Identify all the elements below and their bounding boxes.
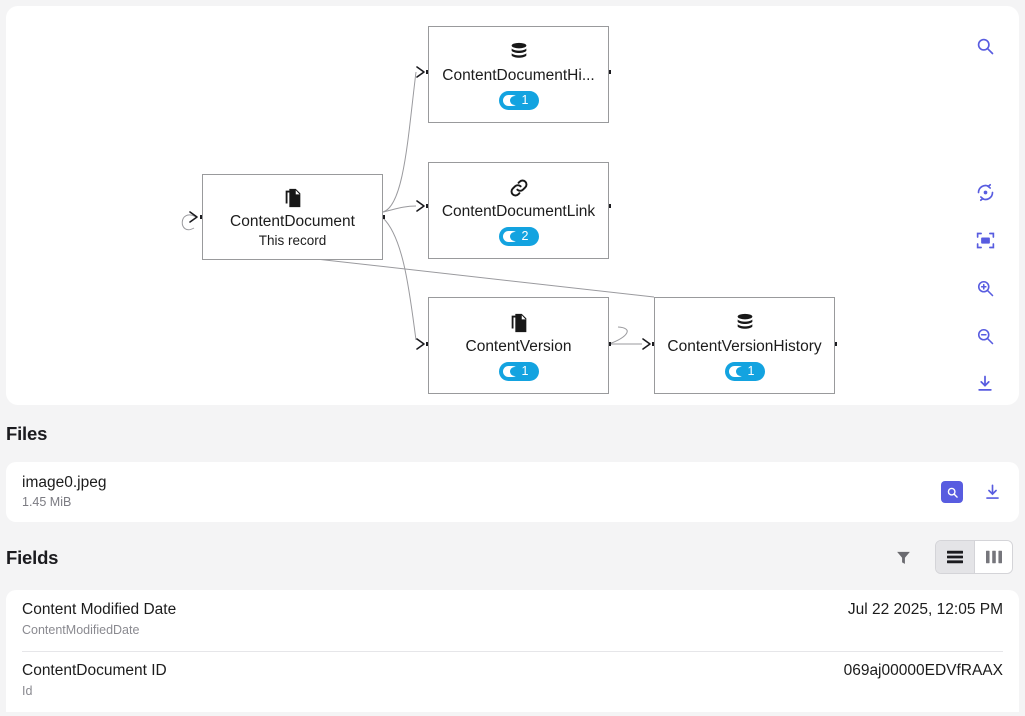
- field-row[interactable]: ContentDocument ID Id 069aj00000EDVfRAAX: [6, 651, 1019, 712]
- field-value: Jul 22 2025, 12:05 PM: [847, 601, 1003, 618]
- files-heading: Files: [6, 423, 48, 444]
- view-mode-list-button[interactable]: [936, 541, 974, 573]
- file-actions: [941, 481, 1003, 503]
- field-api-name: ContentModifiedDate: [22, 622, 140, 637]
- search-icon[interactable]: [967, 28, 1003, 64]
- zoom-in-icon[interactable]: [967, 270, 1003, 306]
- record-count-glyph-icon: [728, 365, 745, 377]
- diagram-node-content-version[interactable]: ContentVersion 1: [428, 297, 609, 394]
- node-badge: 1: [724, 361, 765, 381]
- file-meta: image0.jpeg 1.45 MiB: [22, 474, 106, 509]
- diagram-node-content-version-history[interactable]: ContentVersionHistory 1: [654, 297, 835, 394]
- node-title: ContentDocumentLink: [441, 203, 596, 221]
- node-badge-count: 1: [747, 364, 755, 379]
- field-value: 069aj00000EDVfRAAX: [843, 662, 1003, 679]
- record-count-glyph-icon: [502, 94, 519, 106]
- fields-controls: [891, 540, 1013, 574]
- diagram-node-content-document-link[interactable]: ContentDocumentLink 2: [428, 162, 609, 259]
- download-icon[interactable]: [967, 366, 1003, 402]
- filter-icon[interactable]: [891, 545, 915, 569]
- zoom-out-icon[interactable]: [967, 318, 1003, 354]
- database-icon: [508, 39, 530, 65]
- documents-copy-icon: [282, 185, 304, 211]
- diagram-edges: [181, 66, 837, 350]
- record-count-glyph-icon: [502, 365, 519, 377]
- file-download-button[interactable]: [981, 481, 1003, 503]
- record-count-glyph-icon: [502, 230, 519, 242]
- node-badge-count: 1: [521, 93, 529, 108]
- node-title: ContentDocument: [230, 213, 355, 230]
- node-subtitle: This record: [258, 232, 327, 248]
- node-badge-count: 2: [521, 229, 529, 244]
- node-badge: 2: [498, 226, 539, 246]
- view-mode-column-button[interactable]: [974, 541, 1012, 573]
- node-badge-count: 1: [521, 364, 529, 379]
- refresh-icon[interactable]: [967, 174, 1003, 210]
- link-chain-icon: [508, 175, 530, 201]
- field-row[interactable]: Content Modified Date ContentModifiedDat…: [6, 590, 1019, 651]
- field-api-name: Id: [22, 683, 33, 698]
- documents-copy-icon: [508, 310, 530, 336]
- diagram-toolbar: [963, 28, 1007, 402]
- node-title: ContentDocumentHi...: [442, 67, 595, 85]
- field-label: ContentDocument ID: [22, 662, 167, 679]
- fields-list: Content Modified Date ContentModifiedDat…: [6, 590, 1019, 712]
- database-icon: [734, 310, 756, 336]
- entity-diagram-card: ContentDocument This record ContentDocum…: [6, 6, 1019, 405]
- fields-heading: Fields: [6, 547, 59, 568]
- field-label: Content Modified Date: [22, 601, 177, 618]
- node-title: ContentVersionHistory: [667, 338, 822, 356]
- node-badge: 1: [498, 361, 539, 381]
- view-mode-toggle: [935, 540, 1013, 574]
- diagram-canvas[interactable]: ContentDocument This record ContentDocum…: [6, 6, 1019, 405]
- fit-screen-icon[interactable]: [967, 222, 1003, 258]
- file-size: 1.45 MiB: [22, 495, 72, 510]
- diagram-node-content-document[interactable]: ContentDocument This record: [202, 174, 383, 260]
- node-title: ContentVersion: [465, 338, 572, 356]
- diagram-node-content-document-history[interactable]: ContentDocumentHi... 1: [428, 26, 609, 123]
- file-preview-button[interactable]: [941, 481, 963, 503]
- file-list-item[interactable]: image0.jpeg 1.45 MiB: [6, 462, 1019, 522]
- node-badge: 1: [498, 90, 539, 110]
- file-name: image0.jpeg: [22, 474, 107, 492]
